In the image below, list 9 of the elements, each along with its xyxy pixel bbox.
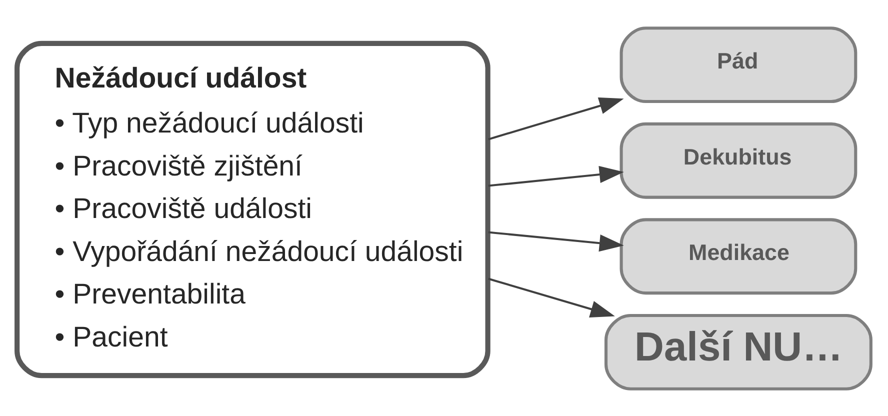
- node-box: Nežádoucí událost • Typ nežádoucí události • Pracoviště zjištění • Pracoviště události • Vypořádání nežádoucí události • Preventabilita • Pacient: [14, 40, 490, 378]
- node-box: Pád: [620, 26, 858, 103]
- arrow: [488, 96, 624, 140]
- node-box: Medikace: [620, 218, 858, 294]
- arrow: [488, 165, 624, 186]
- node-box: Dekubitus: [620, 122, 858, 198]
- arrow: [488, 277, 615, 317]
- arrow: [488, 230, 624, 252]
- node-box: Další NU…: [604, 313, 872, 390]
